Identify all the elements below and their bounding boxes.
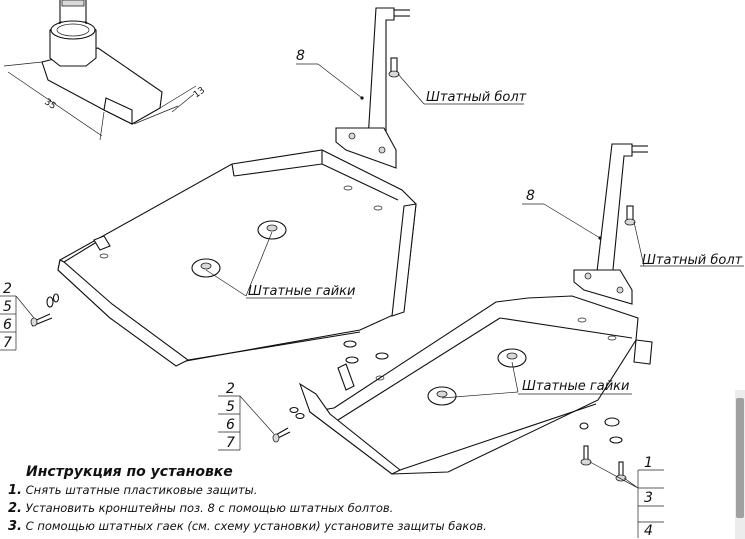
scrollbar-thumb[interactable] <box>736 398 744 518</box>
spacer-detail: 35 13 <box>3 0 207 141</box>
tank-guard-left: Штатные гайки <box>57 149 417 367</box>
legend-right-1: 1 <box>644 455 653 471</box>
dimension-35: 35 <box>42 97 57 112</box>
installation-instructions: Инструкция по установке 1. Снять штатные… <box>8 464 568 537</box>
label-part-8-top: 8 <box>296 48 305 64</box>
legend-middle-5: 5 <box>226 399 235 415</box>
legend-right-3: 3 <box>644 490 653 506</box>
legend-left-5: 5 <box>3 299 12 315</box>
legend-left-6: 6 <box>3 317 12 333</box>
fasteners-right <box>579 417 639 489</box>
vertical-scrollbar[interactable] <box>735 390 745 539</box>
fasteners-left <box>30 293 60 327</box>
bracket-right: Штатный болт 8 <box>522 143 744 305</box>
dimension-13: 13 <box>192 86 207 101</box>
instruction-step-2: 2. Установить кронштейны поз. 8 с помощь… <box>8 501 394 516</box>
legend-left: 2 5 6 7 <box>0 281 35 351</box>
tank-guard-right: Штатные гайки <box>298 295 653 475</box>
label-part-8-right: 8 <box>526 188 535 204</box>
legend-middle-6: 6 <box>226 417 235 433</box>
label-standard-nuts-right: Штатные гайки <box>522 379 629 394</box>
instruction-step-3: 3. С помощью штатных гаек (см. схему уст… <box>8 519 487 534</box>
legend-left-2: 2 <box>3 281 12 297</box>
legend-middle-7: 7 <box>226 435 235 451</box>
legend-left-7: 7 <box>3 335 12 351</box>
washers-middle <box>272 340 389 443</box>
legend-right: 1 3 4 <box>637 455 664 539</box>
instruction-step-1: 1. Снять штатные пластиковые защиты. <box>8 483 258 498</box>
label-standard-nuts-left: Штатные гайки <box>248 284 355 299</box>
legend-right-4: 4 <box>644 523 653 539</box>
label-standard-bolt-right: Штатный болт <box>642 253 743 268</box>
label-standard-bolt-top: Штатный болт <box>426 90 527 105</box>
instructions-title: Инструкция по установке <box>26 464 233 480</box>
legend-middle-2: 2 <box>226 381 235 397</box>
bracket-top: Штатный болт 8 <box>296 7 527 169</box>
legend-middle: 2 5 6 7 <box>218 381 275 451</box>
